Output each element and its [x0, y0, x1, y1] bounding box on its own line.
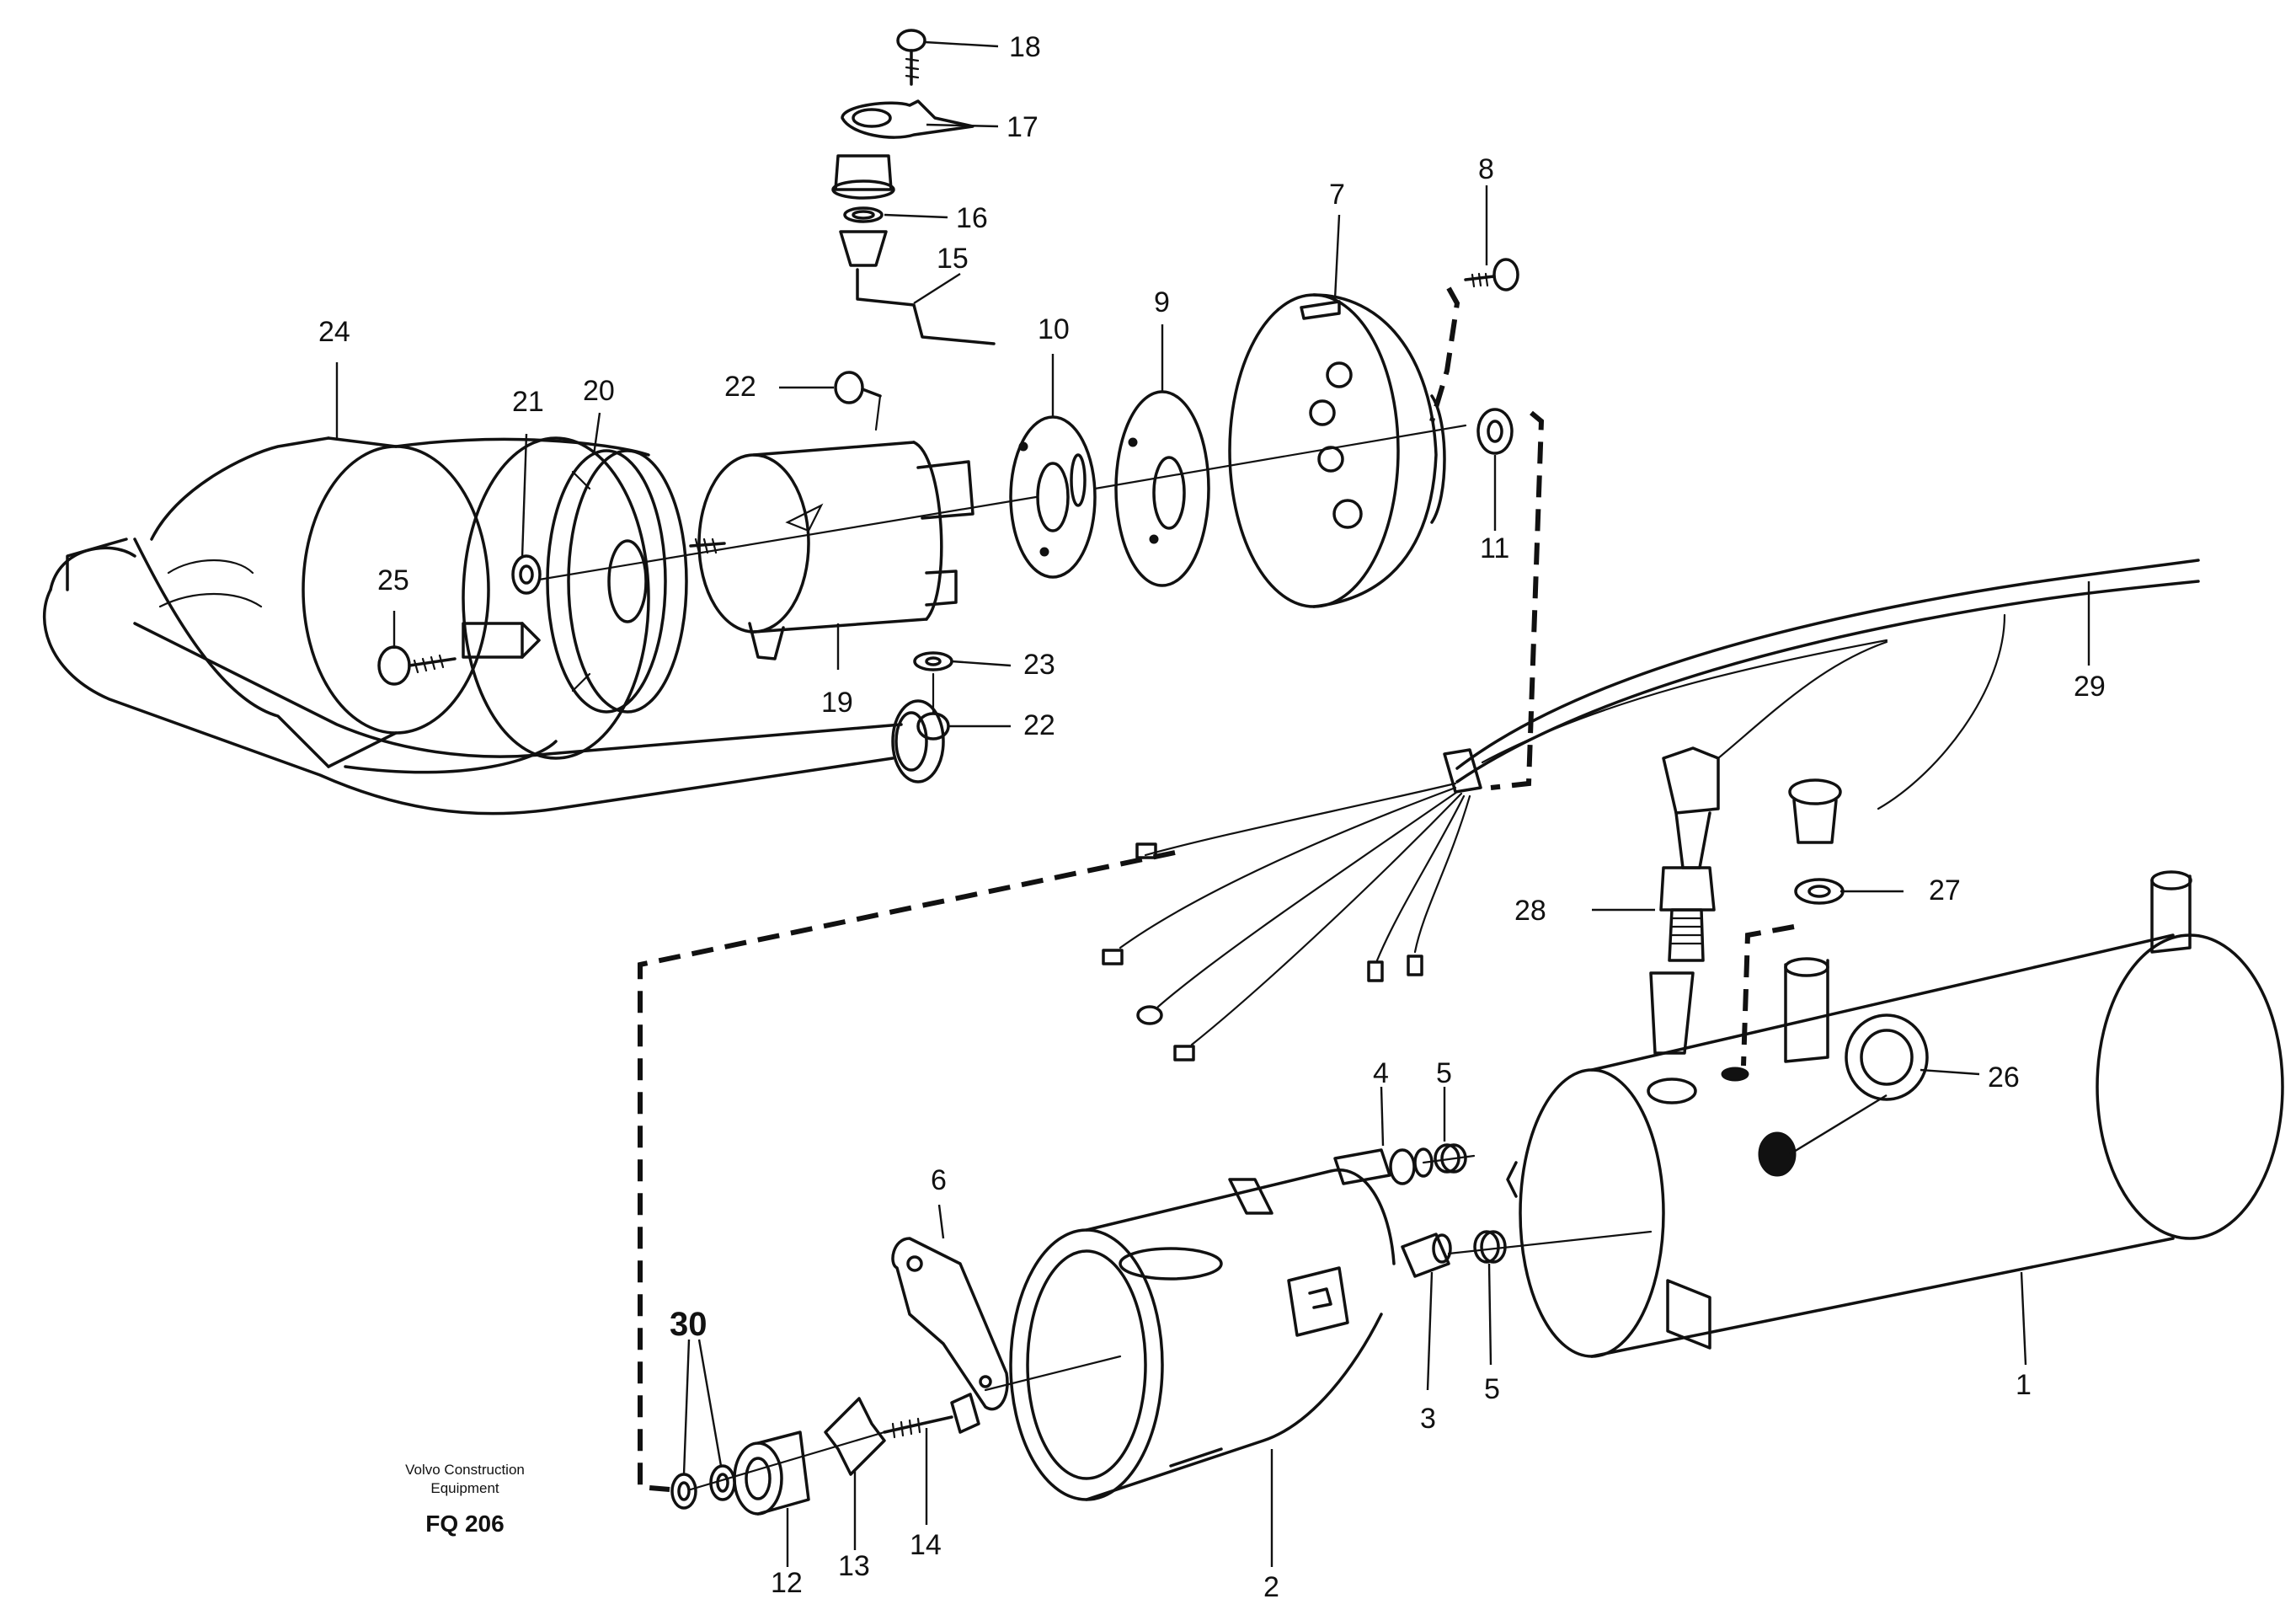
bracket-17	[841, 99, 974, 139]
combustion-tube-2	[1009, 1168, 1396, 1501]
screw-8	[1464, 258, 1519, 291]
screw-25	[377, 645, 457, 686]
nozzle-3	[1401, 1233, 1452, 1278]
blower-housing-24	[43, 436, 945, 816]
callout-22-top: 22	[724, 371, 756, 403]
leader-lines	[335, 40, 2090, 1567]
callout-13: 13	[838, 1550, 870, 1582]
rod-15	[856, 268, 996, 345]
dashed-relations	[638, 286, 1795, 1492]
callout-1: 1	[2016, 1369, 2032, 1401]
figure-code: FQ 206	[425, 1511, 504, 1537]
callout-5-upper: 5	[1436, 1057, 1452, 1089]
callout-4: 4	[1373, 1057, 1389, 1089]
callout-9: 9	[1154, 286, 1170, 318]
callout-30: 30	[670, 1306, 707, 1343]
callout-26: 26	[1988, 1062, 2020, 1094]
callout-6: 6	[931, 1164, 947, 1196]
callout-20: 20	[583, 375, 615, 407]
callout-23: 23	[1023, 649, 1055, 681]
callout-18: 18	[1009, 31, 1041, 63]
callout-15: 15	[937, 243, 969, 275]
washers-30	[670, 1464, 736, 1510]
washer-23	[913, 651, 953, 671]
callout-10: 10	[1038, 313, 1070, 345]
callout-28: 28	[1514, 895, 1546, 927]
heater-body-1	[1506, 870, 2284, 1358]
callout-5-lower: 5	[1484, 1373, 1500, 1405]
glow-plug-4	[1333, 1147, 1434, 1185]
callout-8: 8	[1478, 153, 1494, 185]
callout-25: 25	[377, 564, 409, 596]
callout-14: 14	[910, 1529, 942, 1561]
screw-22-bottom	[916, 672, 950, 741]
callout-27: 27	[1929, 874, 1961, 906]
brand-line-1: Volvo Construction	[405, 1462, 525, 1478]
screw-18	[896, 29, 926, 86]
plug-27	[1788, 778, 1845, 905]
callout-7: 7	[1329, 179, 1345, 211]
callout-22-bottom: 22	[1023, 709, 1055, 741]
brand-line-2: Equipment	[430, 1480, 499, 1496]
gasket-plate-9	[1114, 390, 1210, 587]
housing-cover-7	[1228, 293, 1446, 608]
callout-24: 24	[318, 316, 350, 348]
bolt-14	[883, 1393, 980, 1439]
callout-29: 29	[2074, 671, 2106, 703]
callout-17: 17	[1007, 111, 1039, 143]
callout-12: 12	[771, 1567, 803, 1599]
callout-11: 11	[1480, 532, 1509, 564]
flange-10	[1009, 415, 1097, 579]
impeller-20	[546, 449, 688, 714]
callout-2: 2	[1263, 1571, 1279, 1603]
callout-19: 19	[821, 687, 853, 719]
sensor-28	[1649, 746, 1720, 1055]
assembly-axes	[537, 424, 1653, 1491]
motor-19	[689, 441, 974, 660]
bracket-6	[891, 1237, 1009, 1411]
wiring-harness-29	[1102, 559, 2200, 1062]
grommet-16	[831, 154, 895, 267]
callout-3: 3	[1420, 1403, 1436, 1435]
screw-22-top	[834, 371, 882, 431]
nut-21	[511, 554, 542, 595]
spring-5-lower	[1473, 1230, 1507, 1264]
lock-washer-13	[824, 1397, 886, 1476]
callout-labels: 18 17 16 15 22 23 22 19 24 21 20 25 10 9…	[318, 31, 2106, 1603]
footer: Volvo Construction Equipment FQ 206	[405, 1462, 525, 1537]
callout-16: 16	[956, 202, 988, 234]
bushing-11	[1476, 408, 1514, 455]
callout-21: 21	[512, 386, 544, 418]
